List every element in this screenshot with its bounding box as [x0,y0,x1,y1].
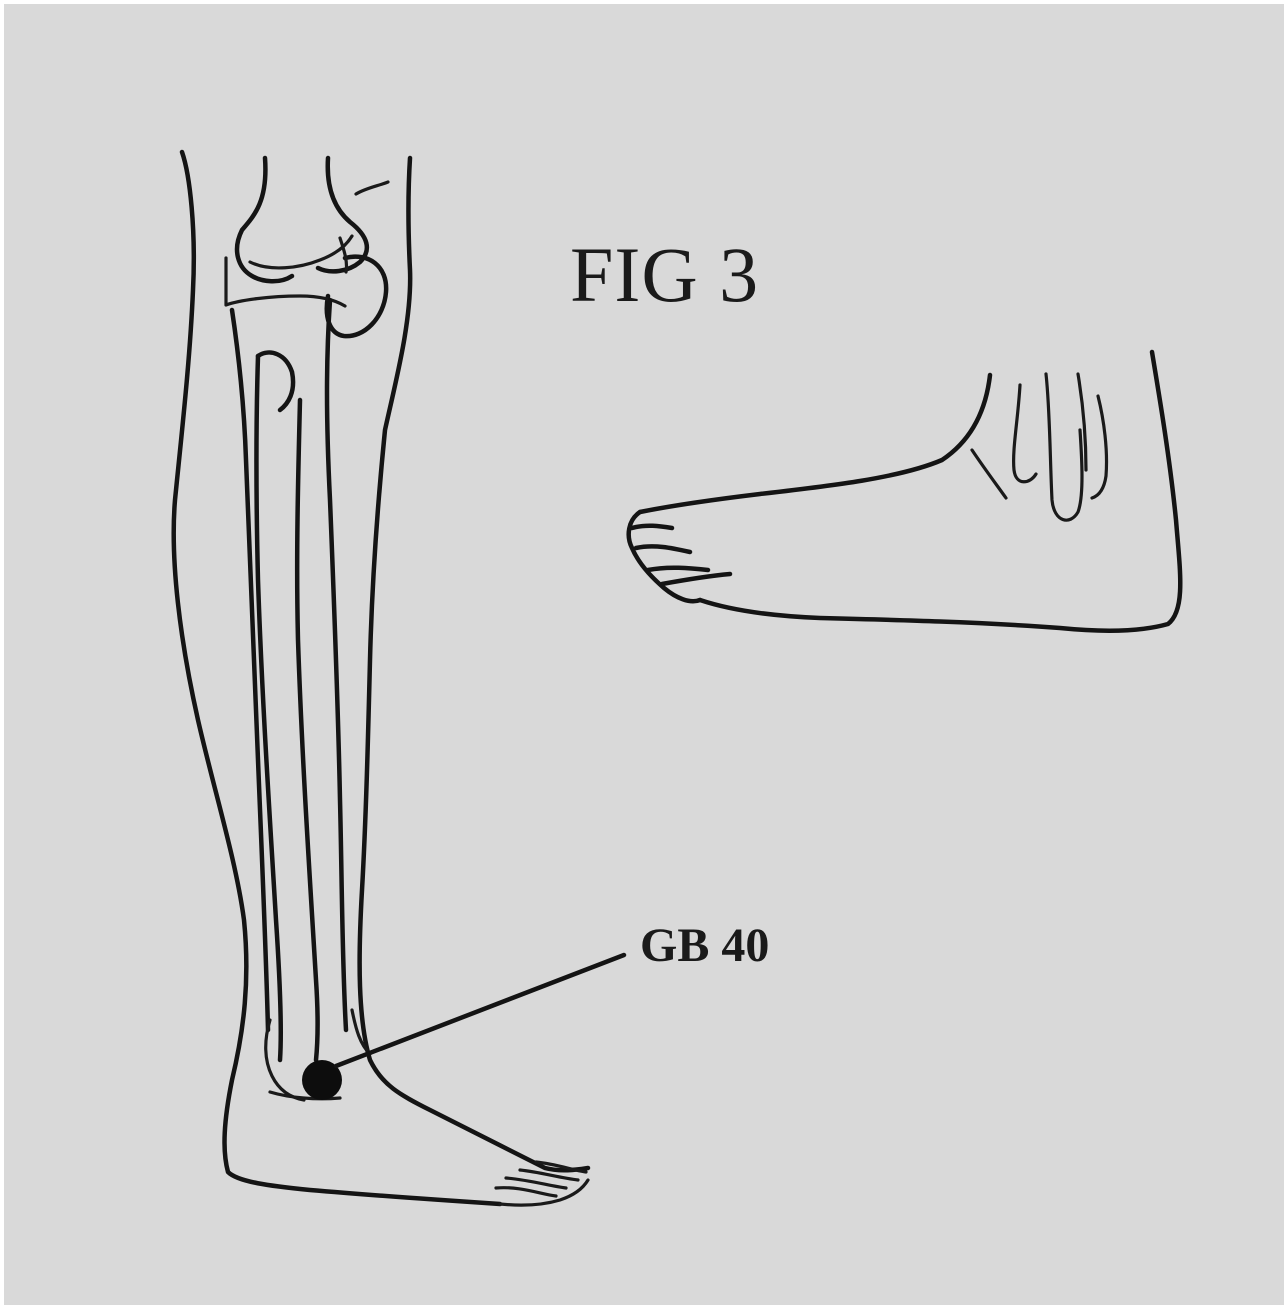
fibula-head [258,353,293,410]
knee-joint-line [250,236,352,268]
figure-title: FIG 3 [570,236,759,314]
foot-side-tendons [972,374,1107,520]
leg-outline-right [360,158,588,1170]
foot-side-toes [629,512,730,601]
fibula-shaft-left [257,356,281,1060]
tibia-shaft-right [327,300,346,1030]
femur-condyle-right [318,158,367,271]
acupoint-label: GB 40 [640,922,769,970]
tibial-plateau [226,258,345,306]
leader-line [336,955,624,1066]
femur-condyle-left [237,158,292,281]
fibula-shaft-right [297,400,317,1060]
fibular-head [327,257,386,337]
foot-side-dorsum [640,375,990,512]
